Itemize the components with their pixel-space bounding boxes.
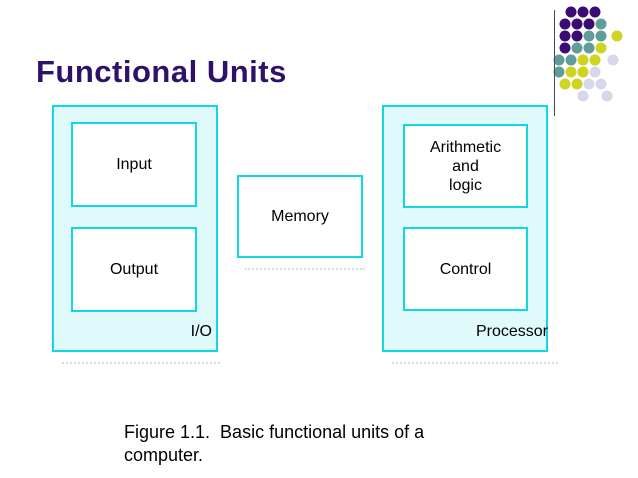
decor-dot [571, 18, 583, 30]
decor-dot [553, 54, 565, 66]
output-box: Output [71, 227, 197, 312]
decor-dot [565, 54, 577, 66]
decor-dot [571, 30, 583, 42]
control-label: Control [439, 260, 492, 278]
alu-line-1: Arithmetic [429, 138, 502, 156]
figure-caption: Figure 1.1. Basic functional units of a c… [124, 421, 424, 467]
decor-dot [553, 66, 565, 78]
decor-dot [559, 18, 571, 30]
decor-dot [565, 66, 577, 78]
decor-dot [577, 6, 589, 18]
decor-dot [589, 6, 601, 18]
caption-line-1: Figure 1.1. Basic functional units of a [124, 422, 425, 442]
decor-dot [595, 30, 607, 42]
decor-dot [595, 18, 607, 30]
io-group-box: Input Output I/O [52, 105, 218, 352]
decor-dot [565, 6, 577, 18]
output-label: Output [109, 261, 159, 278]
io-group-label: I/O [190, 323, 212, 340]
slide-title: Functional Units [36, 54, 287, 89]
memory-label: Memory [271, 207, 329, 225]
decor-dot [595, 42, 607, 54]
arithmetic-logic-label: Arithmetic and logic [430, 138, 501, 195]
decor-dot [559, 78, 571, 90]
processor-group-box: Arithmetic and logic Control Processor [382, 105, 548, 352]
decor-dot [611, 30, 623, 42]
decor-dot [559, 30, 571, 42]
control-box: Control [403, 227, 528, 311]
decor-dot [583, 42, 595, 54]
decor-dot [589, 54, 601, 66]
arithmetic-logic-box: Arithmetic and logic [403, 124, 528, 208]
input-box: Input [71, 122, 197, 207]
processor-box-shadow [392, 362, 558, 364]
decor-dot [571, 42, 583, 54]
vertical-rule-decoration [554, 10, 555, 116]
decor-dot [577, 90, 589, 102]
decor-dot [607, 54, 619, 66]
decor-dot [601, 90, 613, 102]
caption-line-2: computer. [124, 445, 204, 465]
decor-dot [595, 78, 607, 90]
io-box-shadow [62, 362, 220, 364]
memory-box-shadow [245, 268, 365, 270]
memory-box: Memory [237, 175, 363, 258]
input-label: Input [116, 156, 152, 173]
decor-dot [583, 30, 595, 42]
decor-dot [571, 78, 583, 90]
decor-dot [577, 66, 589, 78]
decor-dot [559, 42, 571, 54]
decor-dot [583, 18, 595, 30]
processor-group-label: Processor [475, 323, 548, 340]
alu-line-3: logic [449, 176, 482, 194]
decor-dot [589, 66, 601, 78]
decor-dot [583, 78, 595, 90]
dots-decoration [0, 0, 638, 120]
decor-dot [577, 54, 589, 66]
alu-line-2: and [452, 157, 479, 175]
